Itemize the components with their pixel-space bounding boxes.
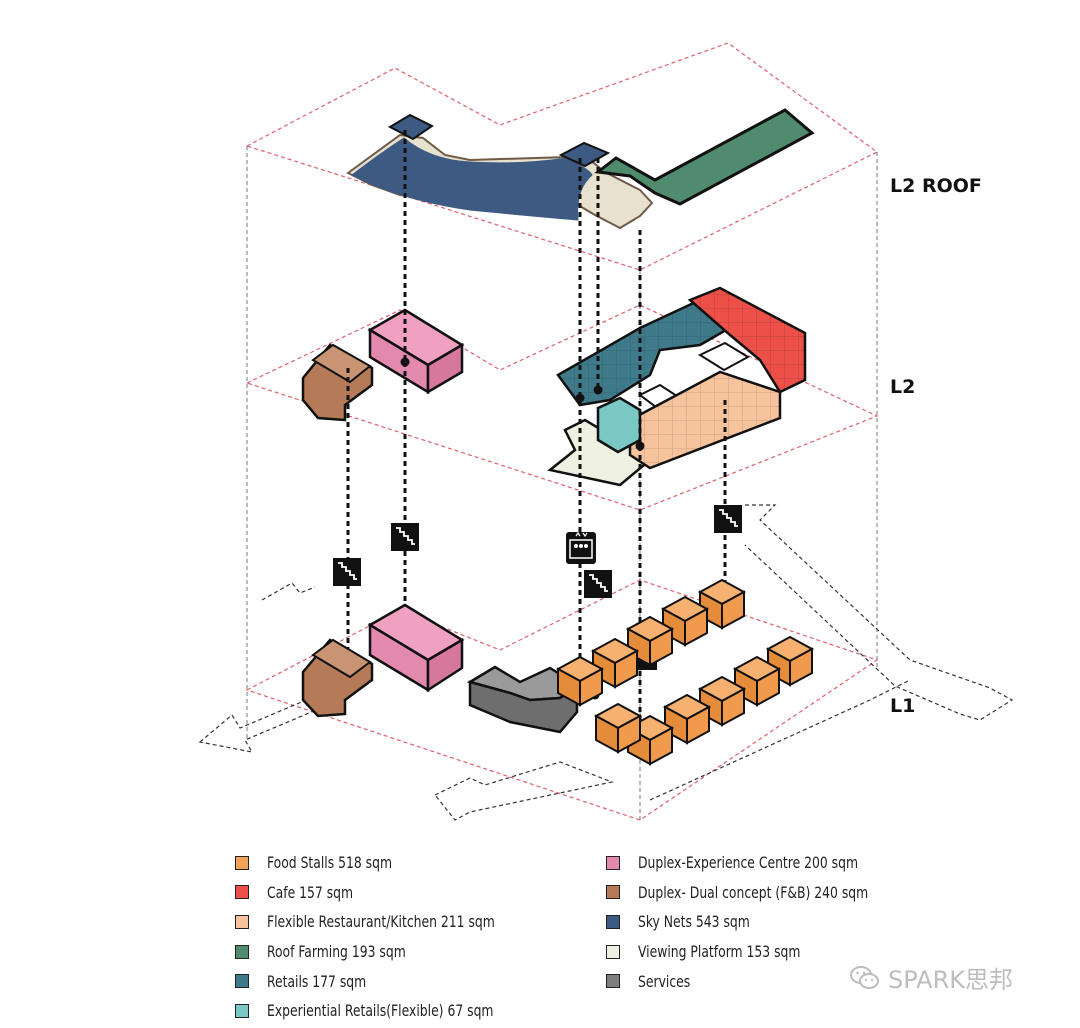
- legend-swatch: [235, 1003, 249, 1018]
- legend-item: Duplex- Dual concept (F&B) 240 sqm: [606, 878, 906, 908]
- legend-swatch: [235, 885, 249, 900]
- legend-left: Food Stalls 518 sqm Cafe 157 sqm Flexibl…: [235, 848, 532, 1026]
- duplex-experience-centre-l2: [367, 308, 465, 395]
- legend-label: Flexible Restaurant/Kitchen 211 sqm: [267, 912, 495, 932]
- legend-swatch: [235, 855, 249, 870]
- legend-label: Experiential Retails(Flexible) 67 sqm: [267, 1001, 494, 1021]
- legend-label: Duplex-Experience Centre 200 sqm: [638, 853, 859, 873]
- stair-icon: [583, 569, 613, 599]
- stair-icon: [713, 504, 743, 534]
- duplex-experience-centre-l1: [367, 603, 465, 693]
- legend-swatch: [606, 974, 620, 989]
- legend-label: Food Stalls 518 sqm: [267, 853, 393, 873]
- legend-item: Duplex-Experience Centre 200 sqm: [606, 848, 906, 878]
- stair-icon: [332, 557, 362, 587]
- legend-item: Retails 177 sqm: [235, 966, 532, 996]
- legend-label: Cafe 157 sqm: [267, 882, 354, 902]
- sky-nets-membrane: [351, 137, 593, 221]
- wechat-icon: [850, 965, 879, 989]
- legend-label: Services: [638, 971, 691, 991]
- stair-icon: [390, 522, 420, 552]
- legend-swatch: [606, 944, 620, 959]
- legend-swatch: [235, 944, 249, 959]
- l2-slab-outline: [245, 304, 879, 511]
- watermark: SPARK思邦: [850, 960, 1013, 995]
- legend-label: Retails 177 sqm: [267, 971, 367, 991]
- legend-label: Sky Nets 543 sqm: [638, 912, 750, 932]
- legend-swatch: [235, 974, 249, 989]
- legend-item: Roof Farming 193 sqm: [235, 937, 532, 967]
- level-label-l2-roof: L2 ROOF: [890, 175, 982, 197]
- level-label-l1: L1: [890, 695, 915, 717]
- legend-item: Experiential Retails(Flexible) 67 sqm: [235, 996, 532, 1026]
- duplex-dual-concept-l1: [301, 638, 374, 718]
- legend-item: Flexible Restaurant/Kitchen 211 sqm: [235, 907, 532, 937]
- l1-slab-outline: [245, 579, 879, 821]
- duplex-dual-concept-l2: [301, 343, 374, 422]
- legend-right: Duplex-Experience Centre 200 sqm Duplex-…: [606, 848, 906, 996]
- legend-swatch: [606, 885, 620, 900]
- legend-item: Viewing Platform 153 sqm: [606, 937, 906, 967]
- level-label-l2: L2: [890, 376, 915, 398]
- legend-item: Cafe 157 sqm: [235, 878, 532, 908]
- lift-icon: [566, 531, 596, 564]
- watermark-text: SPARK思邦: [888, 966, 1014, 994]
- legend-swatch: [606, 914, 620, 929]
- legend-label: Roof Farming 193 sqm: [267, 942, 406, 962]
- legend-item: Services: [606, 966, 906, 996]
- legend-item: Sky Nets 543 sqm: [606, 907, 906, 937]
- legend-item: Food Stalls 518 sqm: [235, 848, 532, 878]
- legend-swatch: [606, 855, 620, 870]
- legend-label: Viewing Platform 153 sqm: [638, 942, 801, 962]
- roof-farming-area: [594, 108, 815, 206]
- l2-main-complex: [547, 286, 807, 487]
- legend-label: Duplex- Dual concept (F&B) 240 sqm: [638, 882, 869, 902]
- legend-swatch: [235, 914, 249, 929]
- food-stalls: [557, 579, 813, 765]
- sky-nets-access-pads: [387, 113, 611, 168]
